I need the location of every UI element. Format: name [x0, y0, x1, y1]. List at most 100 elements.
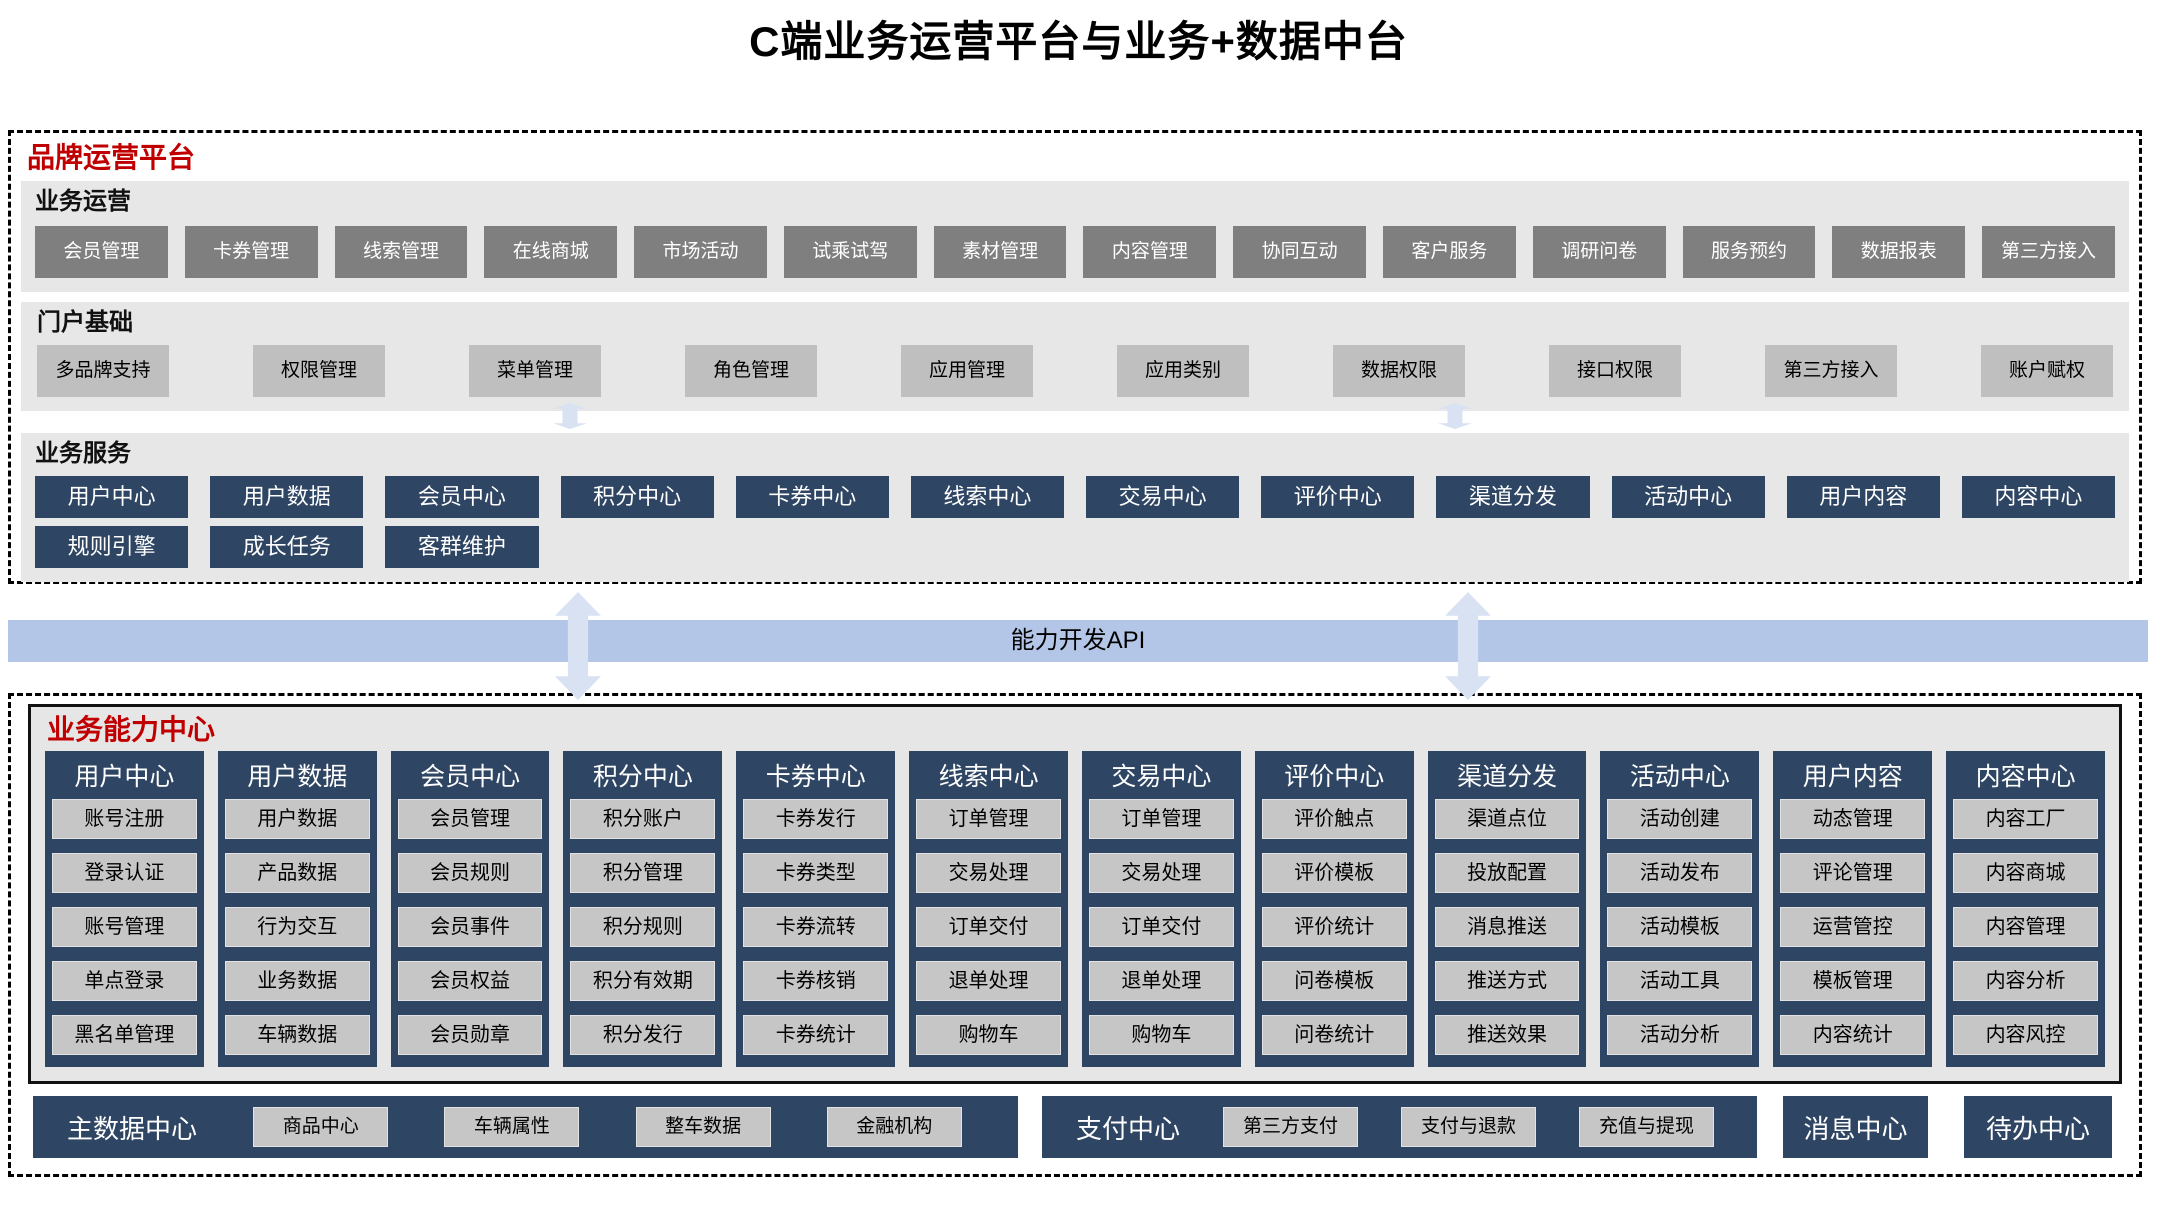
capability-column-title: 渠道分发	[1457, 763, 1558, 791]
capability-column-items: 积分账户积分管理积分规则积分有效期积分发行	[570, 799, 716, 1055]
capability-item-box: 订单管理	[1088, 799, 1234, 839]
business-service-box: 成长任务	[210, 526, 364, 568]
capability-column-items: 卡券发行卡券类型卡券流转卡券核销卡券统计	[743, 799, 889, 1055]
capability-center-title: 业务能力中心	[47, 714, 216, 745]
capability-column: 交易中心 订单管理交易处理订单交付退单处理购物车	[1081, 751, 1241, 1067]
capability-item-box: 车辆数据	[224, 1015, 370, 1055]
capability-column: 用户数据 用户数据产品数据行为交互业务数据车辆数据	[217, 751, 377, 1067]
master-data-center-title: 主数据中心	[67, 1113, 198, 1144]
capability-item-box: 评论管理	[1780, 853, 1926, 893]
capability-item-box: 评价统计	[1261, 907, 1407, 947]
capability-item-box: 推送方式	[1434, 961, 1580, 1001]
capability-center-inner-panel: 业务能力中心 用户中心 账号注册登录认证账号管理单点登录黑名单管理 用户数据	[28, 704, 2122, 1084]
portal-foundation-box: 接口权限	[1549, 345, 1681, 397]
portal-foundation-box: 权限管理	[253, 345, 385, 397]
payment-item-box: 第三方支付	[1223, 1107, 1358, 1147]
capability-item-box: 内容商城	[1953, 853, 2098, 893]
capability-item-box: 内容管理	[1953, 907, 2098, 947]
capability-item-box: 渠道点位	[1434, 799, 1580, 839]
capability-item-box: 黑名单管理	[52, 1015, 197, 1055]
business-service-box: 活动中心	[1611, 476, 1765, 518]
business-service-box: 交易中心	[1086, 476, 1240, 518]
capability-item-box: 交易处理	[1088, 853, 1234, 893]
capability-item-box: 积分账户	[570, 799, 716, 839]
capability-item-box: 行为交互	[224, 907, 370, 947]
capability-item-box: 活动创建	[1607, 799, 1753, 839]
capability-item-box: 卡券核销	[743, 961, 889, 1001]
payment-center-items: 第三方支付支付与退款充值与提现	[1180, 1107, 1757, 1147]
capability-column-title: 用户数据	[247, 763, 348, 791]
portal-foundation-box: 数据权限	[1333, 345, 1465, 397]
capability-column-items: 动态管理评论管理运营管控模板管理内容统计	[1780, 799, 1926, 1055]
capability-item-box: 账号注册	[52, 799, 197, 839]
capability-column-title: 线索中心	[938, 763, 1039, 791]
business-operation-box: 在线商城	[484, 226, 618, 278]
master-data-item-box: 整车数据	[635, 1107, 771, 1147]
capability-item-box: 会员规则	[397, 853, 543, 893]
business-service-box: 卡券中心	[735, 476, 889, 518]
capability-column-items: 用户数据产品数据行为交互业务数据车辆数据	[224, 799, 370, 1055]
section-business-operation: 业务运营 会员管理卡券管理线索管理在线商城市场活动试乘试驾素材管理内容管理协同互…	[21, 181, 2129, 292]
capability-column-items: 账号注册登录认证账号管理单点登录黑名单管理	[52, 799, 197, 1055]
capability-item-box: 评价模板	[1261, 853, 1407, 893]
business-operation-box: 线索管理	[334, 226, 468, 278]
capability-column-items: 会员管理会员规则会员事件会员权益会员勋章	[397, 799, 543, 1055]
capability-column: 线索中心 订单管理交易处理订单交付退单处理购物车	[909, 751, 1068, 1067]
capability-column: 用户中心 账号注册登录认证账号管理单点登录黑名单管理	[45, 751, 204, 1067]
page-title: C端业务运营平台与业务+数据中台	[749, 18, 1408, 65]
business-service-box: 渠道分发	[1436, 476, 1590, 518]
business-service-box: 用户中心	[35, 476, 189, 518]
capability-item-box: 积分规则	[570, 907, 716, 947]
business-operation-box: 内容管理	[1083, 226, 1217, 278]
capability-item-box: 模板管理	[1780, 961, 1926, 1001]
capability-item-box: 会员管理	[397, 799, 543, 839]
capability-item-box: 购物车	[916, 1015, 1061, 1055]
capability-item-box: 活动工具	[1607, 961, 1753, 1001]
capability-column: 积分中心 积分账户积分管理积分规则积分有效期积分发行	[563, 751, 723, 1067]
capability-item-box: 运营管控	[1780, 907, 1926, 947]
payment-center-bar: 支付中心 第三方支付支付与退款充值与提现	[1042, 1096, 1757, 1158]
capability-item-box: 内容统计	[1780, 1015, 1926, 1055]
business-service-box: 用户数据	[210, 476, 364, 518]
capability-item-box: 登录认证	[52, 853, 197, 893]
capability-column-title: 交易中心	[1111, 763, 1212, 791]
capability-column-title: 内容中心	[1975, 763, 2076, 791]
business-operation-box: 协同互动	[1233, 226, 1367, 278]
capability-item-box: 退单处理	[916, 961, 1061, 1001]
capability-column-items: 订单管理交易处理订单交付退单处理购物车	[916, 799, 1061, 1055]
business-services-row2: 规则引擎成长任务客群维护	[35, 526, 2115, 568]
capability-item-box: 积分发行	[570, 1015, 716, 1055]
business-operation-box: 市场活动	[634, 226, 767, 278]
business-operation-items: 会员管理卡券管理线索管理在线商城市场活动试乘试驾素材管理内容管理协同互动客户服务…	[35, 226, 2115, 278]
capability-item-box: 购物车	[1088, 1015, 1234, 1055]
capability-item-box: 积分有效期	[570, 961, 716, 1001]
master-data-center-items: 商品中心车辆属性整车数据金融机构	[197, 1107, 1018, 1147]
capability-item-box: 卡券统计	[743, 1015, 889, 1055]
capability-item-box: 投放配置	[1434, 853, 1580, 893]
message-center-block: 消息中心	[1783, 1096, 1928, 1158]
business-operation-box: 第三方接入	[1982, 226, 2115, 278]
business-services-row1: 用户中心用户数据会员中心积分中心卡券中心线索中心交易中心评价中心渠道分发活动中心…	[35, 476, 2115, 518]
business-operation-box: 会员管理	[35, 226, 168, 278]
payment-item-box: 充值与提现	[1578, 1107, 1714, 1147]
portal-foundation-box: 角色管理	[685, 345, 817, 397]
capability-item-box: 评价触点	[1261, 799, 1407, 839]
capability-column-items: 活动创建活动发布活动模板活动工具活动分析	[1607, 799, 1753, 1055]
business-service-box: 线索中心	[910, 476, 1064, 518]
master-data-item-box: 车辆属性	[444, 1107, 580, 1147]
capability-column: 会员中心 会员管理会员规则会员事件会员权益会员勋章	[390, 751, 550, 1067]
api-band: 能力开发API	[8, 620, 2148, 662]
capability-column: 评价中心 评价触点评价模板评价统计问卷模板问卷统计	[1254, 751, 1414, 1067]
capability-item-box: 内容工厂	[1953, 799, 2098, 839]
capability-column-items: 订单管理交易处理订单交付退单处理购物车	[1088, 799, 1234, 1055]
capability-item-box: 交易处理	[916, 853, 1061, 893]
portal-foundation-box: 第三方接入	[1765, 345, 1897, 397]
capability-item-box: 积分管理	[570, 853, 716, 893]
brand-platform-panel: 品牌运营平台 业务运营 会员管理卡券管理线索管理在线商城市场活动试乘试驾素材管理…	[8, 130, 2142, 584]
business-operation-box: 客户服务	[1383, 226, 1516, 278]
business-operation-box: 数据报表	[1832, 226, 1966, 278]
capability-item-box: 订单交付	[1088, 907, 1234, 947]
business-service-box: 用户内容	[1786, 476, 1940, 518]
capability-item-box: 用户数据	[224, 799, 370, 839]
